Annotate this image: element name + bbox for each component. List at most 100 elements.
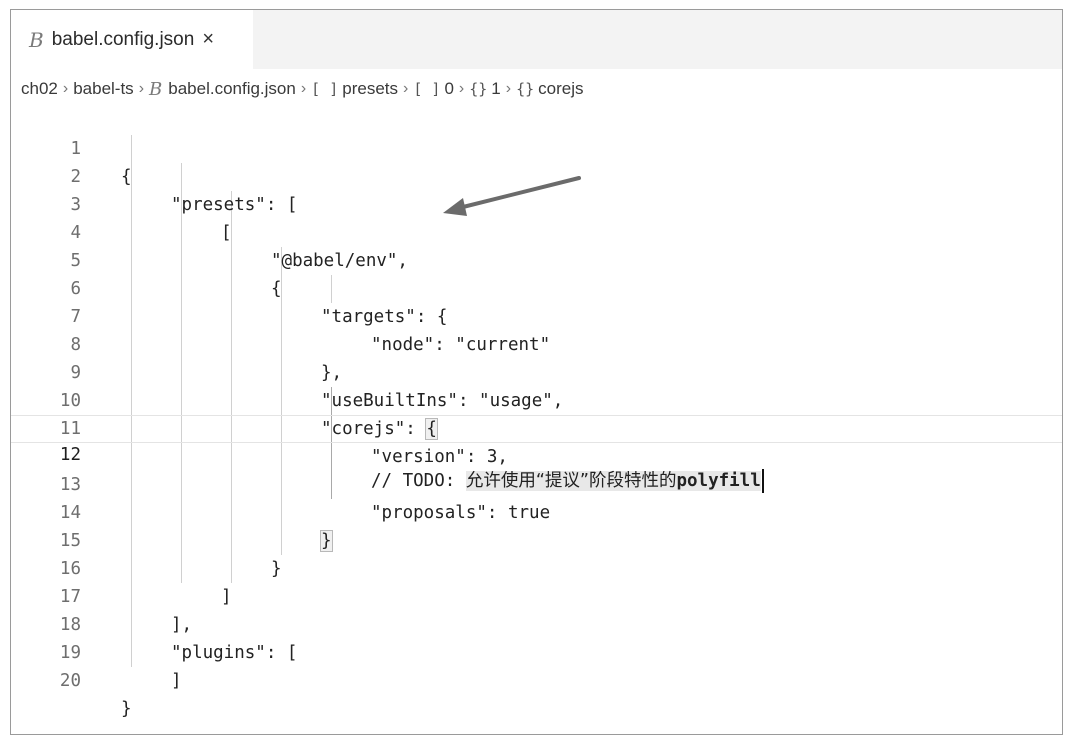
- code-line[interactable]: 15 }: [11, 499, 1062, 579]
- code-text: ]: [171, 671, 182, 691]
- code-line[interactable]: 7 "node": "current": [11, 275, 1062, 355]
- selected-text: 允许使用“提议”阶段特性的: [465, 471, 677, 491]
- code-line[interactable]: 19 ]: [11, 611, 1062, 691]
- chevron-right-icon: ›: [138, 80, 145, 97]
- line-number: 3: [70, 195, 81, 215]
- code-line[interactable]: 1 {: [11, 107, 1062, 187]
- code-line[interactable]: 16 ]: [11, 527, 1062, 607]
- code-line[interactable]: 4 "@babel/env",: [11, 191, 1062, 271]
- line-number: 20: [59, 671, 81, 691]
- line-number: 1: [70, 139, 81, 159]
- line-number: 11: [59, 419, 81, 439]
- code-line[interactable]: 11 "version": 3,: [11, 387, 1062, 467]
- line-number: 12: [59, 445, 81, 465]
- line-number: 5: [70, 251, 81, 271]
- tab-babel-config[interactable]: B babel.config.json ×: [11, 10, 253, 69]
- babel-icon: B: [29, 27, 44, 52]
- babel-icon: B: [149, 78, 163, 100]
- code-text: {: [271, 279, 282, 299]
- tab-bar: B babel.config.json ×: [11, 10, 1062, 69]
- breadcrumb-item[interactable]: corejs: [538, 79, 584, 98]
- code-line[interactable]: 13 "proposals": true: [11, 443, 1062, 523]
- indent-guide: [231, 191, 232, 583]
- code-line[interactable]: 10 "corejs": {: [11, 359, 1062, 440]
- code-text: "plugins": [: [171, 643, 298, 663]
- line-number: 18: [59, 615, 81, 635]
- line-number: 9: [70, 363, 81, 383]
- chevron-right-icon: ›: [300, 80, 307, 97]
- line-number: 7: [70, 307, 81, 327]
- line-number: 4: [70, 223, 81, 243]
- code-editor[interactable]: 1 { 2 "presets": [ 3 [ 4 "@babel/env", 5…: [11, 107, 1062, 734]
- code-text: "corejs": {: [321, 415, 438, 443]
- breadcrumb-item[interactable]: babel.config.json: [168, 79, 296, 98]
- code-line[interactable]: 14 }: [11, 471, 1062, 552]
- code-token: "corejs":: [321, 419, 427, 439]
- line-number: 2: [70, 167, 81, 187]
- line-number: 10: [59, 391, 81, 411]
- array-icon: [ ]: [311, 80, 339, 98]
- breadcrumb-item[interactable]: 0: [444, 79, 454, 98]
- line-number: 16: [59, 559, 81, 579]
- indent-guide: [131, 135, 132, 667]
- breadcrumb: ch02 › babel-ts › B babel.config.json › …: [11, 72, 1062, 106]
- code-text: "targets": {: [321, 307, 448, 327]
- close-icon[interactable]: ×: [202, 28, 214, 50]
- bracket-match: }: [320, 530, 333, 552]
- line-number: 17: [59, 587, 81, 607]
- code-comment: // TODO: 允许使用“提议”阶段特性的polyfill: [371, 468, 764, 494]
- code-text: }: [121, 699, 132, 719]
- editor-window: B babel.config.json × ch02 › babel-ts › …: [10, 9, 1063, 735]
- object-icon: {}: [469, 80, 488, 98]
- code-text: "version": 3,: [371, 447, 508, 467]
- bracket-match: {: [425, 418, 438, 440]
- code-line[interactable]: 18 "plugins": [: [11, 583, 1062, 663]
- breadcrumb-item[interactable]: ch02: [21, 79, 58, 98]
- chevron-right-icon: ›: [403, 80, 409, 97]
- indent-guide: [331, 275, 332, 303]
- line-number: 8: [70, 335, 81, 355]
- chevron-right-icon: ›: [505, 80, 512, 97]
- code-line[interactable]: 3 [: [11, 163, 1062, 243]
- code-text: "node": "current": [371, 335, 551, 355]
- line-number: 14: [59, 503, 81, 523]
- tab-label: babel.config.json: [51, 28, 195, 50]
- code-line[interactable]: 8 },: [11, 303, 1062, 383]
- code-token: // TODO:: [371, 471, 466, 491]
- code-text: ]: [221, 587, 232, 607]
- code-text: "presets": [: [171, 195, 298, 215]
- breadcrumb-item[interactable]: presets: [342, 79, 399, 98]
- code-text: },: [321, 363, 343, 383]
- chevron-right-icon: ›: [458, 80, 465, 97]
- selected-text: polyfill: [676, 471, 761, 491]
- array-icon: [ ]: [413, 80, 441, 98]
- code-text: ],: [171, 615, 193, 635]
- object-icon: {}: [516, 80, 535, 98]
- code-line[interactable]: 17 ],: [11, 555, 1062, 635]
- code-line[interactable]: 9 "useBuiltIns": "usage",: [11, 331, 1062, 411]
- indent-guide-active: [331, 387, 332, 499]
- code-line[interactable]: 6 "targets": {: [11, 247, 1062, 327]
- code-line[interactable]: 20 }: [11, 639, 1062, 719]
- code-text: }: [271, 559, 282, 579]
- code-text: "proposals": true: [371, 503, 551, 523]
- line-number: 6: [70, 279, 81, 299]
- code-text: {: [121, 167, 132, 187]
- code-line[interactable]: 5 {: [11, 219, 1062, 299]
- line-number: 13: [59, 475, 81, 495]
- breadcrumb-item[interactable]: 1: [491, 79, 501, 98]
- code-text: [: [221, 223, 232, 243]
- annotation-arrow-icon: [443, 176, 581, 216]
- chevron-right-icon: ›: [62, 80, 69, 97]
- code-text: "@babel/env",: [271, 251, 408, 271]
- line-number: 19: [59, 643, 81, 663]
- code-line[interactable]: 2 "presets": [: [11, 135, 1062, 215]
- indent-guide: [281, 247, 282, 555]
- code-line-current[interactable]: 12 // TODO: 允许使用“提议”阶段特性的polyfill: [11, 415, 1062, 493]
- indent-guide: [181, 163, 182, 583]
- text-cursor: [761, 469, 764, 493]
- line-number: 15: [59, 531, 81, 551]
- breadcrumb-item[interactable]: babel-ts: [73, 79, 134, 98]
- code-text: }: [320, 527, 333, 555]
- code-text: "useBuiltIns": "usage",: [321, 391, 564, 411]
